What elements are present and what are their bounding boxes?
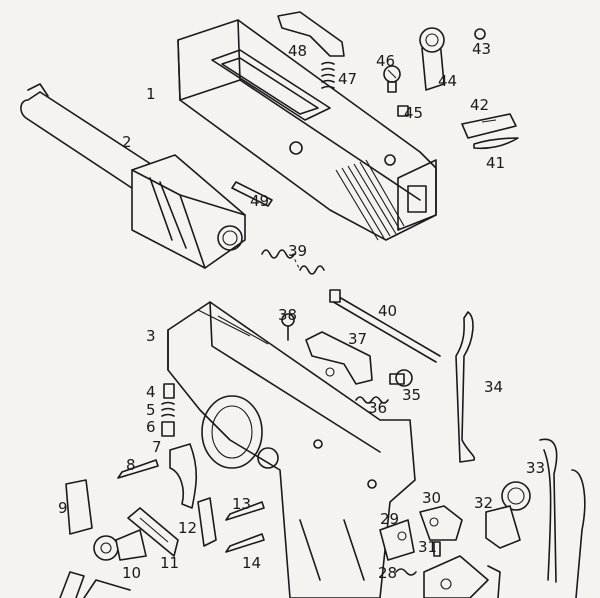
part-46-screw <box>383 65 401 93</box>
label-4: 4 <box>146 383 156 401</box>
label-7: 7 <box>152 438 162 456</box>
label-36: 36 <box>368 399 387 417</box>
part-33-spring <box>539 438 586 598</box>
part-5-spring <box>161 401 175 417</box>
part-36-spring <box>355 396 389 404</box>
label-46: 46 <box>376 52 395 70</box>
label-34: 34 <box>484 378 503 396</box>
part-47-spring <box>321 61 335 89</box>
part-14-pin <box>225 533 265 553</box>
part-9-plate <box>65 479 93 535</box>
part-13-pin <box>225 501 265 521</box>
label-44: 44 <box>438 72 457 90</box>
label-37: 37 <box>348 330 367 348</box>
part-bottom-left-pieces <box>59 571 131 598</box>
part-4-pin <box>163 383 175 399</box>
label-33: 33 <box>526 459 545 477</box>
label-48: 48 <box>288 42 307 60</box>
part-8-pin <box>117 459 159 479</box>
part-30-catch <box>419 505 463 541</box>
label-2: 2 <box>122 133 132 151</box>
part-slide <box>177 19 437 241</box>
label-1: 1 <box>146 85 156 103</box>
part-37-lever <box>305 331 373 385</box>
label-43: 43 <box>472 40 491 58</box>
part-44-pin <box>419 27 445 91</box>
label-39: 39 <box>288 242 307 260</box>
part-31-spring <box>433 541 441 557</box>
label-42: 42 <box>470 96 489 114</box>
label-38: 38 <box>278 306 297 324</box>
label-3: 3 <box>146 327 156 345</box>
part-bottom-right-pieces <box>423 555 501 598</box>
label-40: 40 <box>378 302 397 320</box>
label-31: 31 <box>418 538 437 556</box>
label-14: 14 <box>242 554 261 572</box>
part-43-screw <box>474 28 486 40</box>
part-29-lever <box>379 519 415 561</box>
part-frame <box>167 301 416 598</box>
label-32: 32 <box>474 494 493 512</box>
part-38-screw <box>281 313 295 341</box>
label-29: 29 <box>380 510 399 528</box>
part-7-trigger <box>169 443 198 509</box>
label-35: 35 <box>402 386 421 404</box>
label-45: 45 <box>404 104 423 122</box>
part-32-knob <box>485 481 531 549</box>
part-barrel <box>20 83 246 269</box>
label-28: 28 <box>378 564 397 582</box>
part-firing-pin-40 <box>329 289 441 363</box>
label-12: 12 <box>178 519 197 537</box>
label-41: 41 <box>486 154 505 172</box>
part-12-sear <box>197 497 217 547</box>
label-6: 6 <box>146 418 156 436</box>
part-48-lever <box>277 11 345 57</box>
label-47: 47 <box>338 70 357 88</box>
part-41-spring <box>473 137 519 150</box>
label-10: 10 <box>122 564 141 582</box>
part-pin-49 <box>231 181 273 207</box>
part-11-bar <box>127 507 179 557</box>
label-30: 30 <box>422 489 441 507</box>
part-35-bushing <box>389 369 413 387</box>
part-42-sight <box>461 113 517 139</box>
label-49: 49 <box>250 192 269 210</box>
label-11: 11 <box>160 554 179 572</box>
part-10-hammer <box>93 529 147 561</box>
label-9: 9 <box>58 499 68 517</box>
label-5: 5 <box>146 401 156 419</box>
part-45-screw <box>397 105 409 117</box>
label-13: 13 <box>232 495 251 513</box>
part-6-plunger <box>161 421 175 437</box>
label-8: 8 <box>126 456 136 474</box>
part-28-spring <box>395 568 417 576</box>
part-recoil-spring-39 <box>261 249 325 275</box>
part-34-spring <box>455 311 476 463</box>
